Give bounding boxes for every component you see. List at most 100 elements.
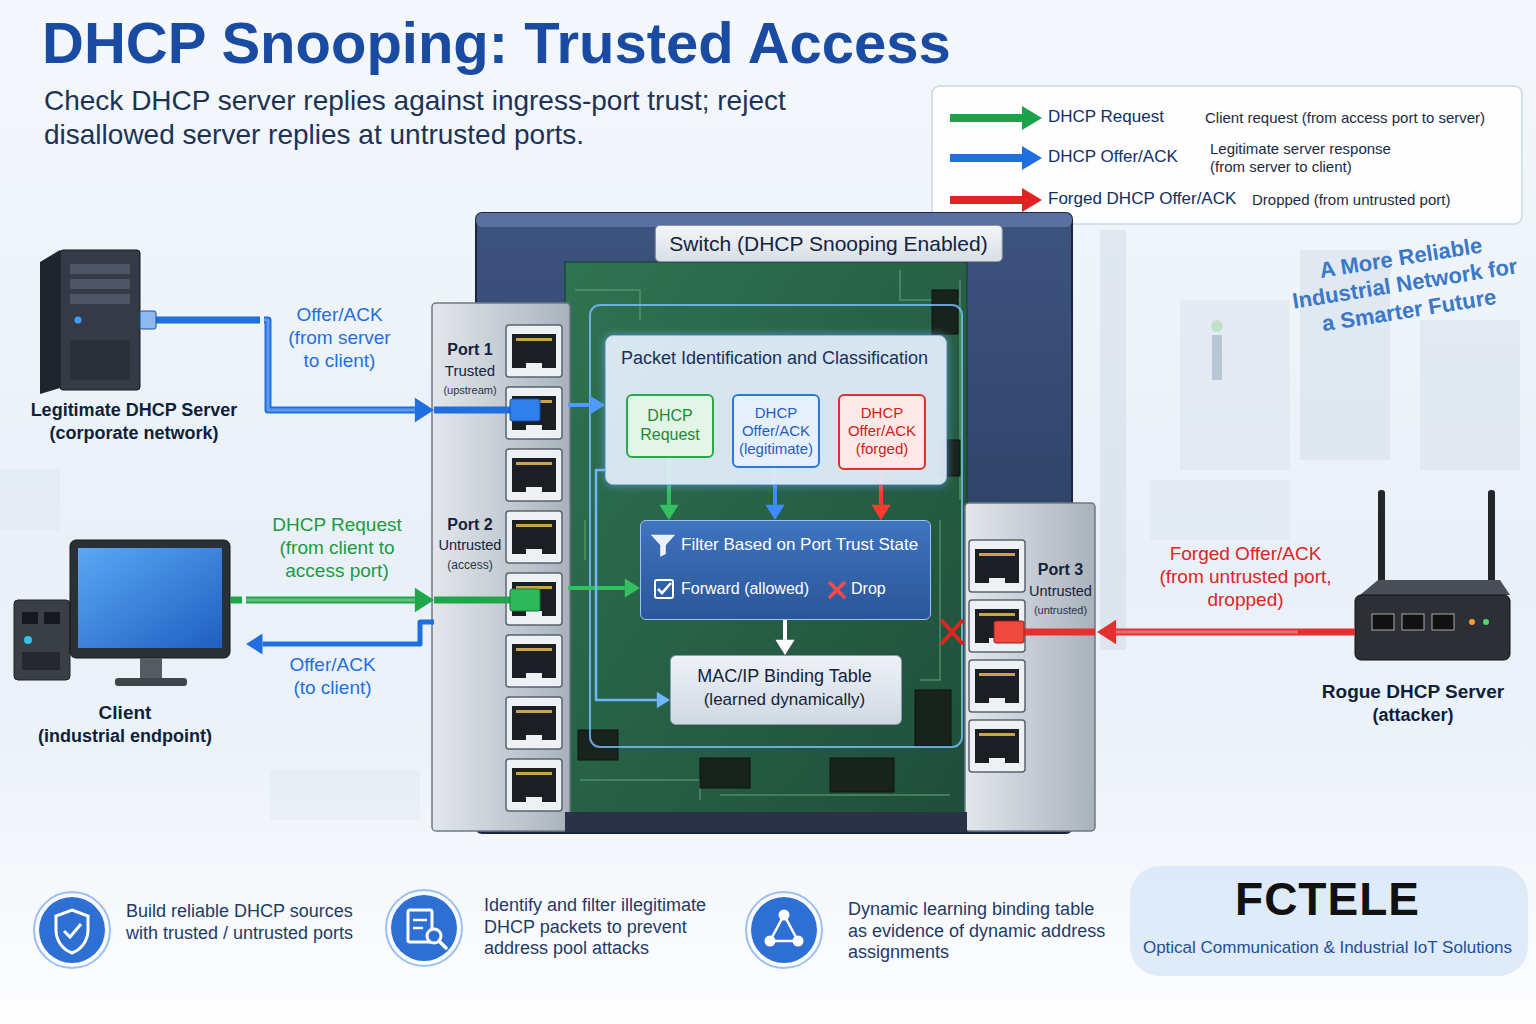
client-endpoint	[22, 612, 38, 624]
client-endpoint	[230, 597, 242, 604]
rj45-jack	[506, 759, 562, 811]
diagram-title: DHCP Snooping: Trusted Access	[42, 8, 1142, 78]
rogue-router	[1488, 490, 1495, 590]
legend-text: DHCP Request	[1048, 107, 1198, 127]
cable-plug	[510, 399, 540, 421]
feature-icon	[39, 897, 105, 963]
connector-line	[783, 620, 787, 640]
edge-label: Offer/ACK (from server to client)	[282, 304, 397, 372]
legend-text: DHCP Offer/ACK	[1048, 147, 1198, 167]
switch-tab: Switch (DHCP Snooping Enabled)	[654, 225, 1002, 262]
legend-description: Dropped (from untrusted port)	[1252, 191, 1514, 209]
legend-arrow	[1022, 106, 1042, 130]
feature-icon	[793, 936, 804, 947]
connector	[568, 395, 605, 414]
arrow-head	[871, 505, 890, 520]
pcb-chip	[932, 290, 958, 334]
switch-housing	[565, 262, 967, 814]
factory-backdrop	[1420, 320, 1520, 470]
server-tower	[140, 311, 156, 329]
feature-icon	[34, 892, 110, 968]
server-tower	[70, 264, 130, 274]
check-icon	[655, 580, 673, 598]
feature-text: Build reliable DHCP sources with trusted…	[126, 901, 371, 944]
connector	[246, 622, 434, 655]
legend-arrow	[950, 154, 1024, 162]
cable-highlight	[1116, 631, 1298, 634]
forward-action: Forward (allowed)	[681, 579, 821, 598]
rj45-jack	[969, 720, 1025, 772]
edge-label: DHCP Request (from client to access port…	[262, 514, 412, 582]
feature-icon	[751, 897, 817, 963]
rogue-router	[1469, 619, 1475, 625]
rogue-router	[1298, 629, 1355, 636]
client-endpoint	[140, 658, 162, 680]
packet-type-box: DHCP Offer/ACK (forged)	[838, 394, 926, 470]
server-tower	[70, 340, 130, 380]
arrow-head	[625, 578, 640, 597]
legend-box	[932, 86, 1522, 224]
feature-icon	[439, 941, 446, 948]
connector	[568, 578, 640, 597]
server-tower	[40, 250, 260, 394]
port-role: (access)	[436, 558, 504, 572]
pcb-chip	[578, 730, 618, 760]
rj45-jack	[506, 573, 562, 625]
port-trust: Untrusted	[1028, 583, 1093, 600]
feature-icon	[391, 895, 457, 961]
feature-icon	[779, 910, 790, 921]
packet-type-box: DHCP Offer/ACK (legitimate)	[732, 394, 820, 468]
node-title: Client	[8, 702, 242, 725]
packet-type-box: DHCP Request	[626, 394, 714, 458]
port-node: Port 2Untrusted(access)	[434, 505, 568, 630]
cable-plug	[1022, 629, 1095, 636]
rogue-router	[1483, 619, 1489, 625]
funnel-icon	[652, 535, 674, 556]
factory-backdrop	[0, 230, 1520, 820]
client-endpoint	[22, 652, 60, 670]
arrow-head	[590, 395, 605, 414]
server-tower	[40, 250, 60, 394]
watermark-slogan: A More Reliable Industrial Network for a…	[1280, 227, 1529, 343]
rj45-jack	[506, 511, 562, 563]
rj45-jack	[969, 540, 1025, 592]
cable-plug	[994, 621, 1024, 643]
node-subtitle: (industrial endpoint)	[8, 726, 242, 748]
feature-icon	[56, 910, 88, 953]
arrow-head	[775, 640, 794, 655]
server-tower	[70, 279, 130, 289]
rogue-router	[1360, 580, 1510, 595]
feature-icon	[413, 920, 427, 928]
legend-description: Legitimate server response (from server …	[1210, 140, 1415, 176]
arrow-head	[1097, 620, 1116, 645]
arrow-head	[659, 505, 678, 520]
connector	[246, 588, 434, 613]
arrow-head	[415, 398, 434, 423]
node-subtitle: (corporate network)	[8, 423, 260, 445]
pcb-traces	[575, 270, 960, 800]
pcb-traces	[575, 270, 960, 800]
node-title: Legitimate DHCP Server	[8, 400, 260, 422]
cable-plug	[510, 589, 540, 611]
server-tower	[140, 317, 260, 324]
endpoint-node: Rogue DHCP Server(attacker)	[1298, 485, 1532, 735]
connector-line	[1116, 629, 1298, 636]
table-title: MAC/IP Binding Table	[671, 666, 898, 688]
cable-plug	[434, 597, 512, 604]
check-icon	[653, 578, 675, 600]
feature-text: Identify and filter illegitimate DHCP pa…	[484, 895, 736, 960]
drop-action: Drop	[851, 579, 911, 598]
pcb-chip	[915, 690, 951, 746]
port-panel	[432, 303, 1095, 832]
connector	[1097, 620, 1298, 645]
client-endpoint	[44, 612, 60, 624]
rj45-jack	[506, 387, 562, 439]
legend-arrow	[950, 106, 1042, 212]
legend-box	[932, 86, 1522, 224]
factory-backdrop	[1180, 300, 1290, 470]
feature-icon	[34, 890, 822, 968]
server-tower	[60, 250, 140, 390]
filter-panel: Filter Based on Port Trust StateForward …	[640, 520, 931, 620]
feature-icon	[746, 892, 822, 968]
feature-icon	[386, 890, 462, 966]
